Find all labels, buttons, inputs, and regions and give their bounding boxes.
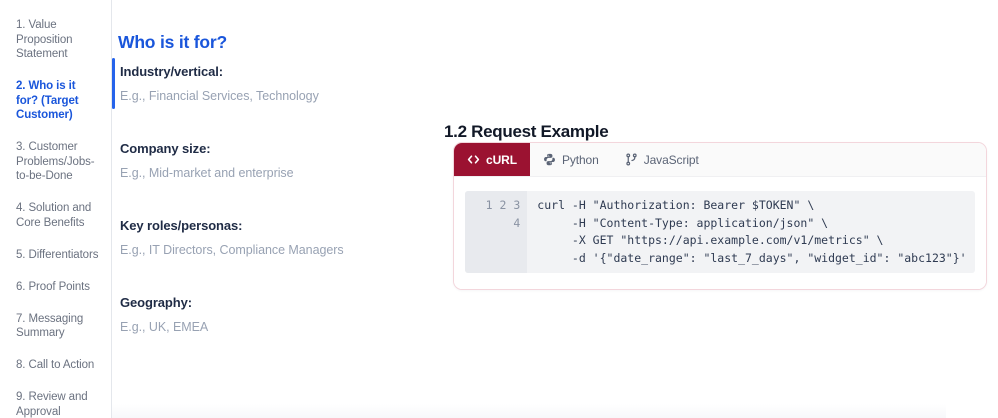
code-brackets-icon [467,153,480,166]
main-content: Who is it for? Industry/vertical: E.g., … [112,0,998,418]
field-label: Company size: [120,141,211,156]
field-hint: E.g., UK, EMEA [120,320,209,334]
section-nav-sidebar: 1. Value Proposition Statement 2. Who is… [0,0,112,418]
page-title: Who is it for? [118,31,227,52]
field-company-size[interactable]: Company size: E.g., Mid-market and enter… [112,135,442,186]
code-body: 1 2 3 4 curl -H "Authorization: Bearer $… [454,177,986,289]
sidebar-item-who-is-it-for[interactable]: 2. Who is it for? (Target Customer) [16,80,79,121]
field-geography[interactable]: Geography: E.g., UK, EMEA [112,289,442,340]
field-industry-vertical[interactable]: Industry/vertical: E.g., Financial Servi… [112,58,442,109]
sidebar-item-solution-core-benefits[interactable]: 4. Solution and Core Benefits [16,202,92,229]
tab-label: cURL [486,152,517,167]
tab-label: JavaScript [643,152,699,167]
request-example-panel: 1.2 Request Example cURL [432,0,998,418]
target-customer-field-list: Industry/vertical: E.g., Financial Servi… [112,58,442,366]
code-sample-card: cURL Python [453,142,987,290]
sidebar-item-differentiators[interactable]: 5. Differentiators [16,248,99,261]
sidebar-item-proof-points[interactable]: 6. Proof Points [16,280,90,293]
python-logo-icon [543,153,556,166]
git-branch-icon [625,153,638,166]
sidebar-item-customer-problems[interactable]: 3. Customer Problems/Jobs-to-be-Done [16,141,95,182]
sidebar-item-value-proposition[interactable]: 1. Value Proposition Statement [16,19,73,60]
code-text: curl -H "Authorization: Bearer $TOKEN" \… [537,198,967,265]
field-hint: E.g., Financial Services, Technology [120,89,319,103]
language-tabbar: cURL Python [454,143,986,177]
line-number-gutter: 1 2 3 4 [465,191,528,273]
field-hint: E.g., IT Directors, Compliance Managers [120,243,344,257]
field-key-roles-personas[interactable]: Key roles/personas: E.g., IT Directors, … [112,212,442,263]
field-label: Key roles/personas: [120,218,243,233]
sidebar-item-call-to-action[interactable]: 8. Call to Action [16,359,95,371]
sidebar-item-messaging-summary[interactable]: 7. Messaging Summary [16,312,84,340]
field-hint: E.g., Mid-market and enterprise [120,166,294,180]
tab-javascript[interactable]: JavaScript [612,143,712,176]
tab-label: Python [561,152,599,167]
tab-python[interactable]: Python [530,143,612,176]
tab-curl[interactable]: cURL [454,143,530,176]
code-block[interactable]: 1 2 3 4 curl -H "Authorization: Bearer $… [465,191,975,273]
sidebar-item-review-approval[interactable]: 9. Review and Approval [16,391,88,418]
field-label: Geography: [120,295,192,310]
field-label: Industry/vertical: [120,64,223,79]
request-example-heading: 1.2 Request Example [444,122,609,142]
